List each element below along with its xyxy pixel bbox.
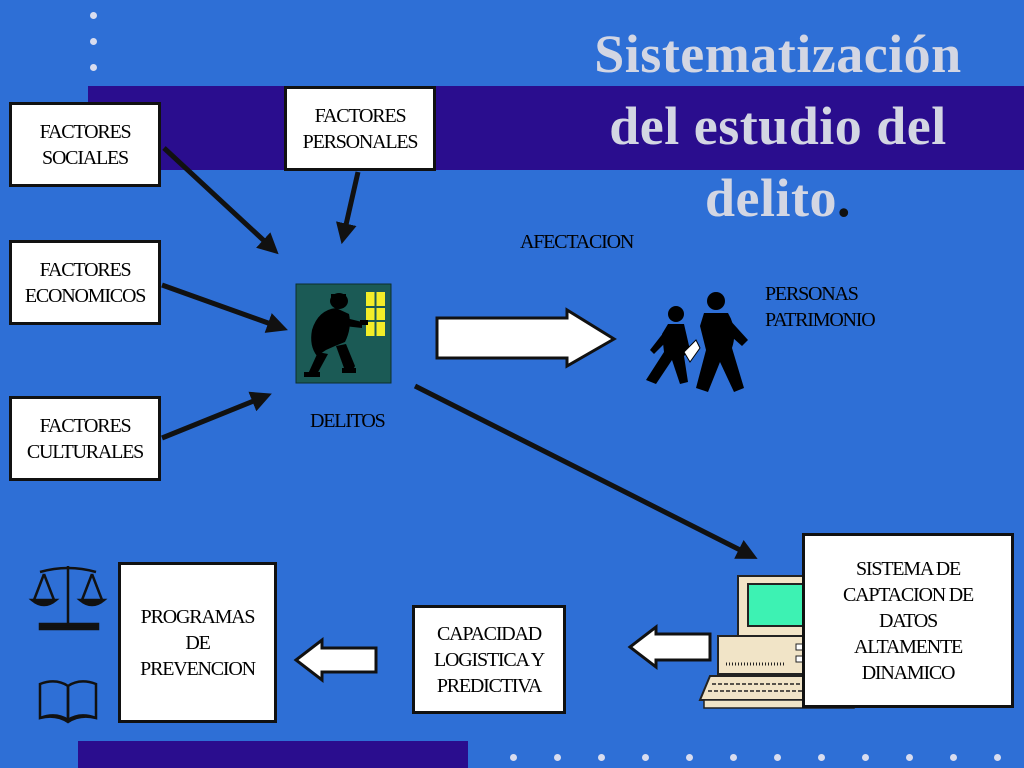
block-arrow-afectacion [435, 307, 617, 369]
capacidad-logistica-box: CAPACIDAD LOGISTICA Y PREDICTIVA [412, 605, 566, 714]
delitos-label: DELITOS [310, 410, 386, 432]
running-people-icon [646, 292, 748, 392]
arrow-personales-to-delitos [336, 171, 361, 245]
block-arrow-sistema-to-capacidad [627, 623, 712, 671]
arrow-delitos-to-sistema [413, 383, 758, 559]
personas-text: PERSONAS [765, 283, 859, 305]
patrimonio-text: PATRIMONIO [765, 309, 876, 331]
personas-patrimonio-label: PERSONAS PATRIMONIO [765, 281, 876, 333]
title-line-2: del estudio del [609, 96, 947, 156]
scales-of-justice-icon [28, 566, 108, 631]
afectacion-label: AFECTACION [520, 231, 634, 253]
title-line-1: Sistematización [594, 24, 962, 84]
burglar-icon [295, 283, 392, 384]
title-line-3: delito. [705, 168, 851, 228]
sistema-captacion-box: SISTEMA DE CAPTACION DE DATOS ALTAMENTE … [802, 533, 1014, 708]
open-book-icon [38, 680, 98, 724]
programas-prevencion-box: PROGRAMAS DE PREVENCION [118, 562, 277, 723]
bottom-band [78, 741, 468, 768]
arrow-sociales-to-delitos [162, 146, 279, 255]
top-band [88, 86, 1024, 170]
arrow-economicos-to-delitos [161, 282, 288, 333]
slide-title: Sistematización del estudio del delito. [548, 18, 1008, 234]
block-arrow-capacidad-to-programas [293, 636, 378, 684]
arrow-culturales-to-delitos [161, 391, 272, 441]
